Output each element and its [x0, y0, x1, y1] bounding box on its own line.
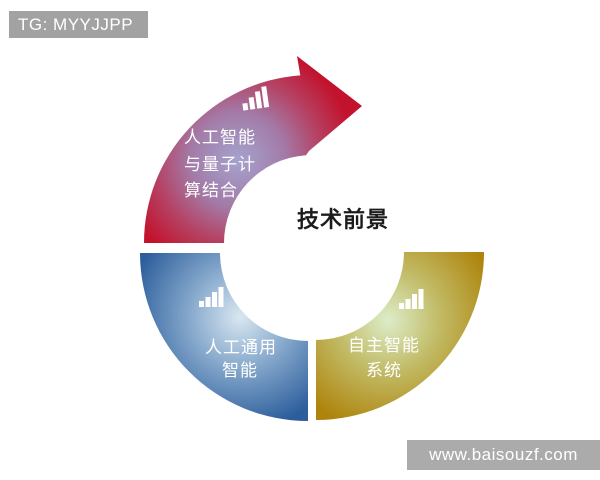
segment-label: 系统 — [366, 361, 402, 380]
tg-tag-badge: TG: MYYJJPP — [9, 11, 148, 38]
website-watermark: www.baisouzf.com — [407, 440, 600, 470]
segment-ai-quantum: 人工智能 与量子计 算结合 — [143, 56, 362, 243]
diagram-title: 技术前景 — [297, 207, 389, 232]
signal-bars-icon — [399, 289, 424, 309]
segment-label: 算结合 — [184, 181, 238, 200]
signal-bars-icon — [199, 287, 224, 307]
segment-label: 智能 — [222, 361, 258, 380]
segment-ai-quantum-arrow-shape — [143, 56, 362, 243]
segment-autonomous-ring-shape — [316, 252, 484, 420]
segment-autonomous-systems: 自主智能 系统 — [316, 252, 484, 420]
segment-label: 自主智能 — [348, 336, 420, 355]
segment-label: 人工智能 — [184, 128, 256, 147]
segment-label: 人工通用 — [205, 338, 277, 357]
signal-bars-icon — [242, 86, 270, 111]
segment-label: 与量子计 — [184, 155, 256, 174]
segment-agi: 人工通用 智能 — [140, 253, 308, 421]
segment-agi-ring-shape — [140, 253, 308, 421]
